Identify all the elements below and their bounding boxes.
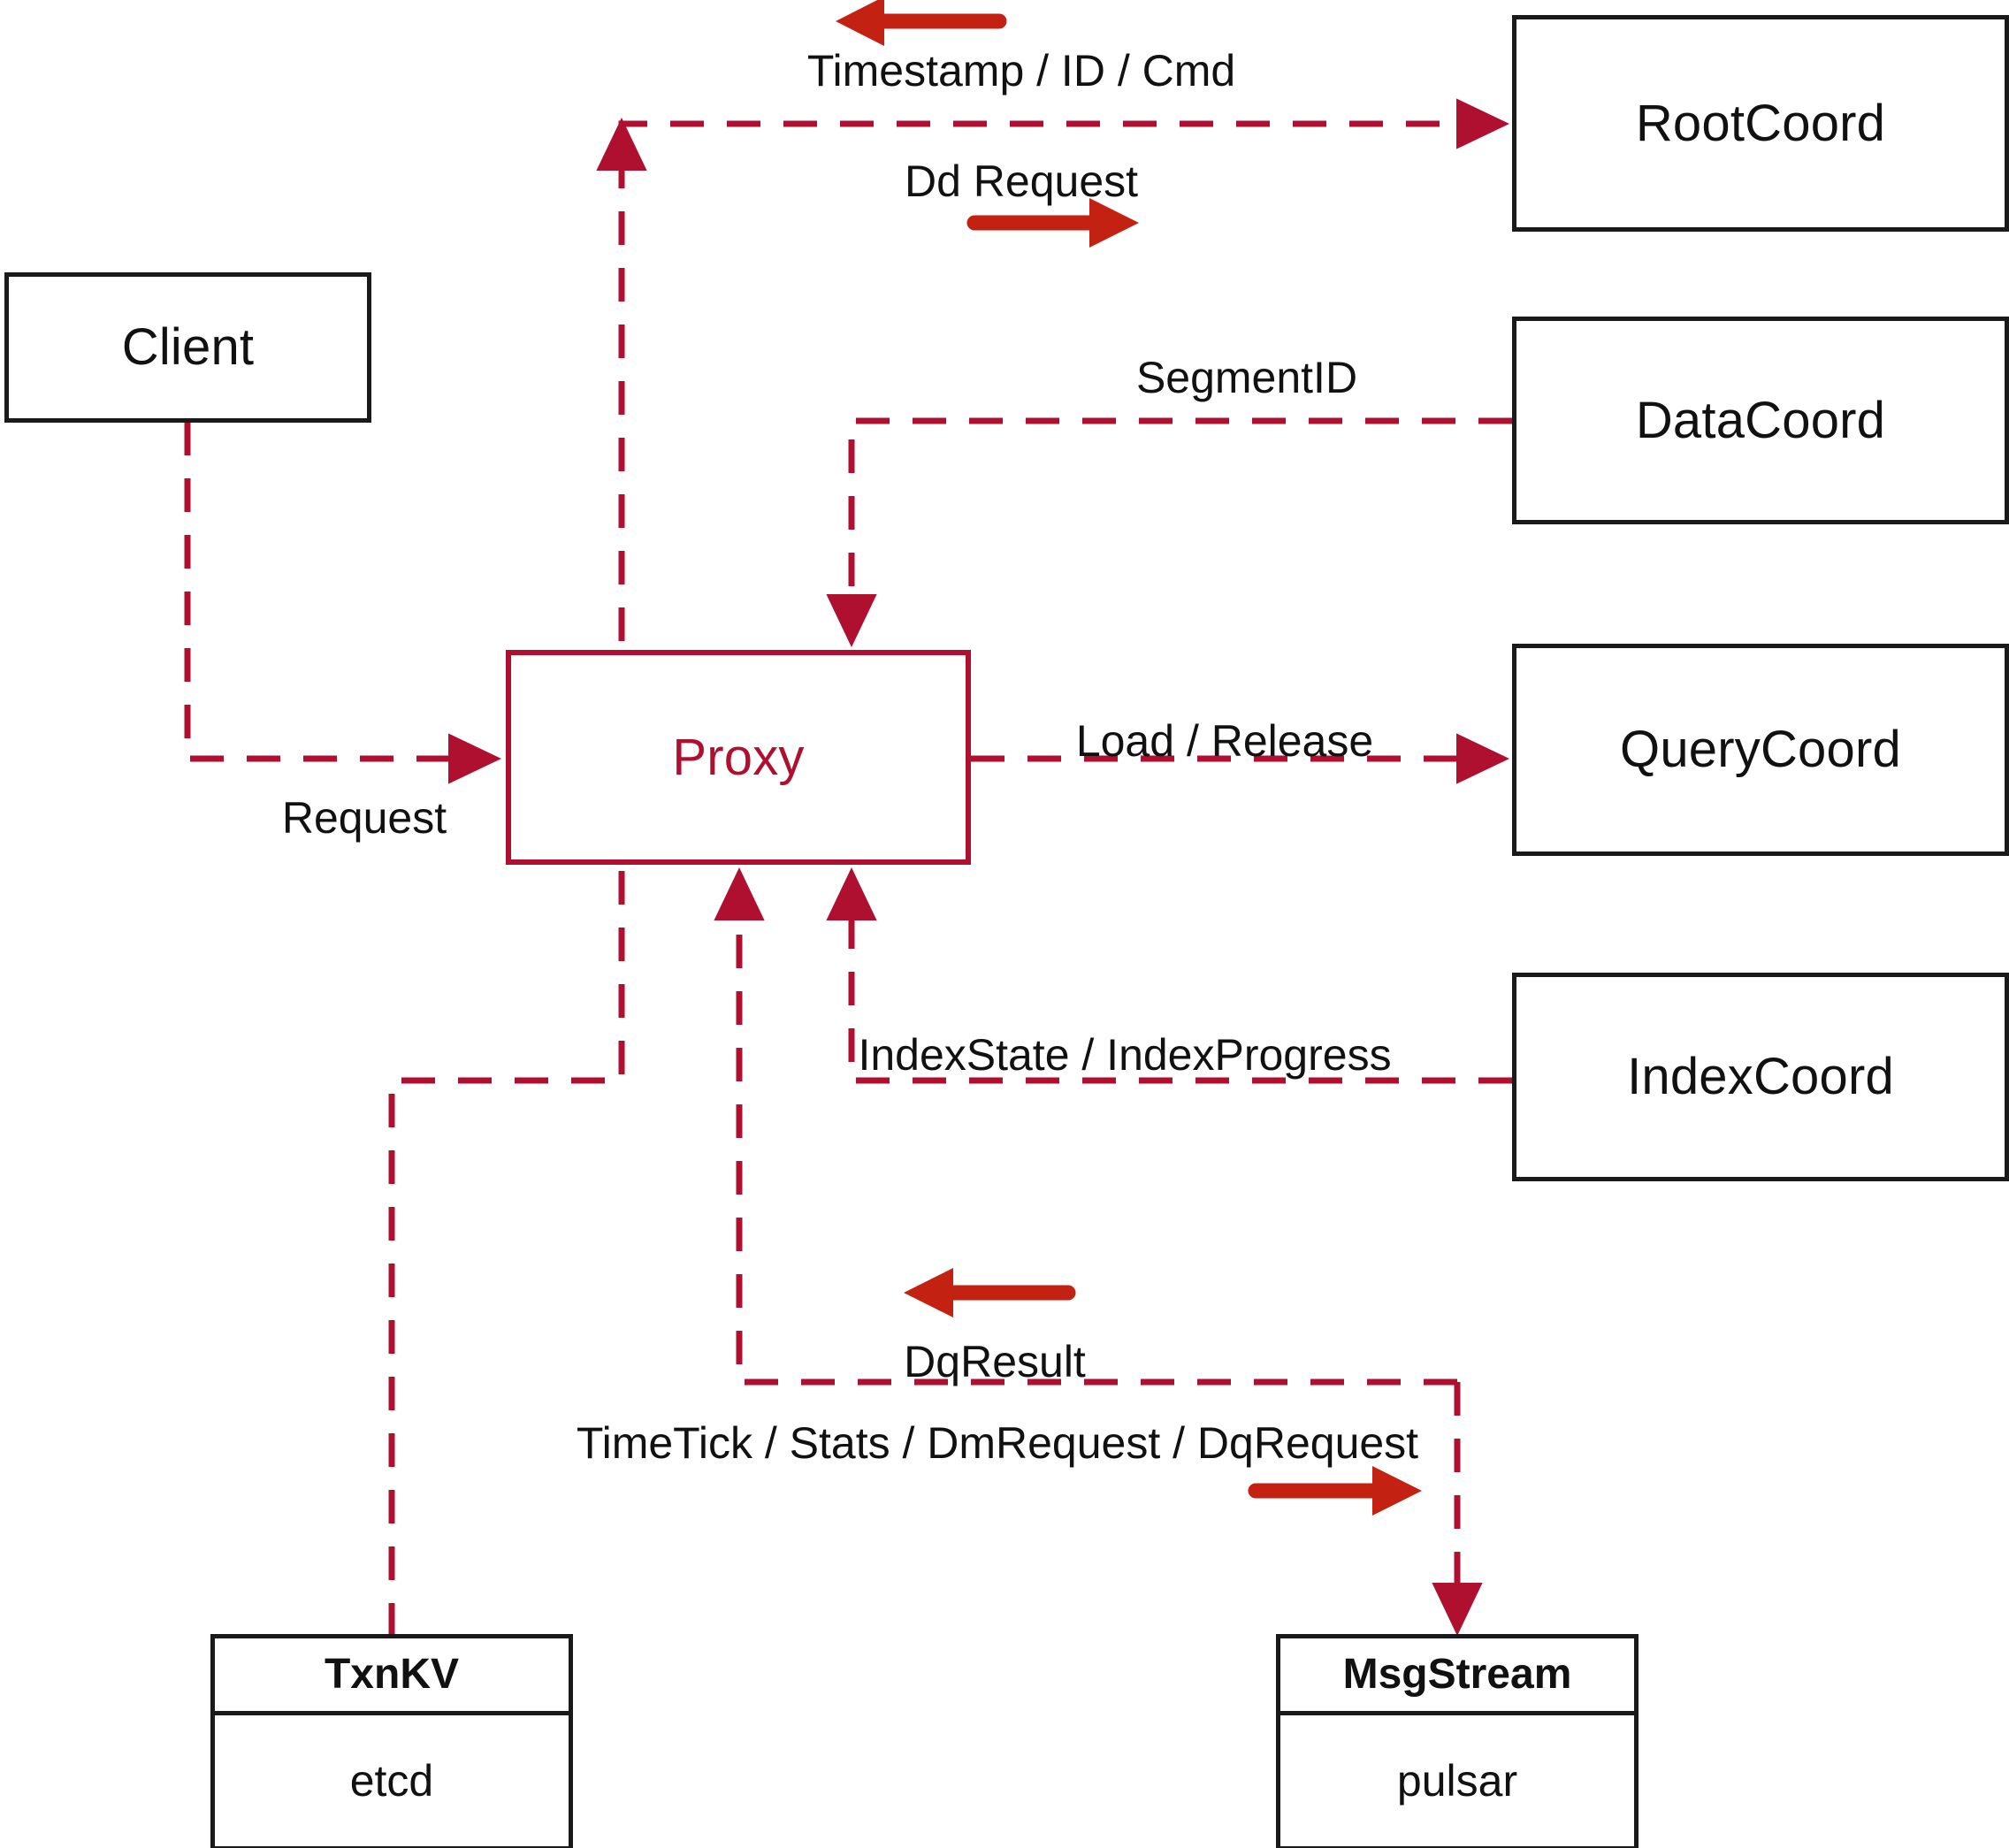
node-indexcoord[interactable]: IndexCoord: [1512, 973, 2009, 1181]
node-client-label: Client: [121, 318, 255, 376]
direction-arrow-timetick-right: [1248, 1466, 1422, 1516]
wire-msgstream-return: [714, 867, 1457, 1386]
edge-label-segment-id: SegmentID: [1135, 353, 1358, 402]
node-rootcoord[interactable]: RootCoord: [1512, 15, 2009, 232]
edge-label-load-release: Load / Release: [1075, 716, 1374, 766]
direction-arrow-timestamp-left: [836, 0, 1007, 46]
node-rootcoord-label: RootCoord: [1635, 94, 1886, 152]
node-txnkv-body: etcd: [215, 1715, 569, 1846]
wire-txnkv: [388, 871, 625, 1634]
node-txnkv[interactable]: TxnKV etcd: [210, 1634, 573, 1848]
direction-arrow-dqresult-left: [904, 1268, 1076, 1317]
edge-label-dd-request: Dd Request: [904, 157, 1139, 206]
node-indexcoord-label: IndexCoord: [1627, 1048, 1894, 1105]
direction-arrow-ddrequest-right: [966, 198, 1139, 248]
node-client[interactable]: Client: [4, 272, 371, 423]
node-datacoord[interactable]: DataCoord: [1512, 317, 2009, 524]
wire-indexstate: [826, 867, 1512, 1084]
node-msgstream-header-label: MsgStream: [1342, 1651, 1572, 1698]
node-txnkv-body-label: etcd: [349, 1756, 434, 1806]
wire-request: [184, 422, 502, 784]
node-querycoord[interactable]: QueryCoord: [1512, 644, 2009, 856]
node-msgstream-body-label: pulsar: [1396, 1756, 1518, 1806]
node-txnkv-header: TxnKV: [215, 1638, 569, 1715]
node-txnkv-header-label: TxnKV: [324, 1651, 459, 1698]
node-msgstream-header: MsgStream: [1280, 1638, 1634, 1715]
node-msgstream[interactable]: MsgStream pulsar: [1276, 1634, 1639, 1848]
node-proxy-label: Proxy: [672, 728, 805, 786]
edge-label-dq-result: DqResult: [904, 1337, 1086, 1386]
edge-label-index-state-progress: IndexState / IndexProgress: [858, 1030, 1392, 1080]
node-msgstream-body: pulsar: [1280, 1715, 1634, 1846]
node-proxy[interactable]: Proxy: [506, 650, 971, 865]
wire-segmentid: [826, 417, 1512, 648]
wire-rootcoord: [596, 98, 1510, 641]
edge-label-timestamp-id-cmd: Timestamp / ID / Cmd: [806, 46, 1236, 95]
node-datacoord-label: DataCoord: [1635, 391, 1886, 449]
edge-label-timetick-stats-dm-dq: TimeTick / Stats / DmRequest / DqRequest: [576, 1418, 1419, 1468]
node-querycoord-label: QueryCoord: [1620, 721, 1901, 778]
edge-label-request: Request: [281, 793, 447, 843]
